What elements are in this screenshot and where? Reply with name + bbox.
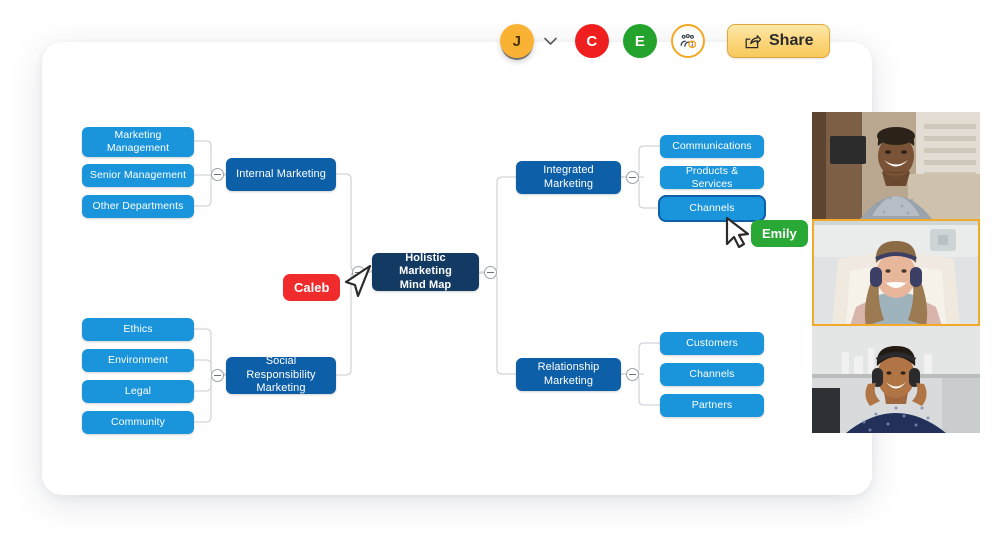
node-integrated-marketing[interactable]: Integrated Marketing: [516, 161, 621, 194]
collapse-toggle-social-responsibility[interactable]: [211, 369, 224, 382]
node-label: Senior Management: [89, 169, 187, 182]
node-partners[interactable]: Partners: [660, 394, 764, 417]
collaboration-toolbar: J C E: [500, 18, 831, 64]
avatar-initial: E: [634, 32, 646, 50]
collapse-toggle-internal-marketing[interactable]: [211, 168, 224, 181]
avatar-caleb[interactable]: C: [575, 24, 609, 58]
node-label-line2: Mind Map: [399, 278, 452, 291]
cursor-name: Caleb: [294, 280, 330, 295]
node-label: Legal: [124, 385, 152, 398]
node-environment[interactable]: Environment: [82, 349, 194, 372]
collapse-toggle-integrated-marketing[interactable]: [626, 171, 639, 184]
cursor-label-emily: Emily: [751, 220, 808, 247]
node-relationship-marketing[interactable]: Relationship Marketing: [516, 358, 621, 391]
video-tile-participant-3[interactable]: [812, 326, 980, 433]
avatar-initial: J: [512, 32, 522, 50]
node-label: Relationship Marketing: [537, 361, 600, 387]
node-label: Customers: [686, 337, 738, 350]
node-internal-marketing[interactable]: Internal Marketing: [226, 158, 336, 191]
node-root-holistic-marketing-mind-map[interactable]: Holistic Marketing Mind Map: [372, 251, 479, 291]
node-label: Internal Marketing: [236, 167, 326, 180]
node-communications[interactable]: Communications: [660, 135, 764, 158]
node-customers[interactable]: Customers: [660, 332, 764, 355]
node-label: Integrated Marketing: [543, 164, 594, 190]
node-label-line1: Social Responsibility: [246, 355, 316, 381]
node-label: Partners: [691, 399, 733, 412]
node-label-line2: Management: [106, 142, 170, 154]
share-button-label: Share: [769, 32, 814, 49]
cursor-pointer-emily: [725, 216, 750, 249]
node-ethics[interactable]: Ethics: [82, 318, 194, 341]
node-products-services[interactable]: Products & Services: [660, 164, 764, 190]
participants-group-icon[interactable]: [671, 24, 705, 58]
avatar-jordan[interactable]: J: [500, 24, 534, 58]
node-label-line1: Holistic Marketing: [399, 251, 452, 278]
collapse-toggle-relationship-marketing[interactable]: [626, 368, 639, 381]
chevron-down-icon[interactable]: [541, 37, 559, 46]
node-senior-management[interactable]: Senior Management: [82, 164, 194, 187]
node-marketing-management[interactable]: Marketing Management: [82, 127, 194, 157]
node-channels-relationship[interactable]: Channels: [660, 363, 764, 386]
node-label: Ethics: [123, 323, 153, 336]
cursor-pointer-caleb: [344, 264, 372, 298]
avatar-initial: C: [586, 32, 598, 50]
node-other-departments[interactable]: Other Departments: [82, 195, 194, 218]
share-icon: [745, 34, 761, 48]
video-tile-participant-2[interactable]: [812, 219, 980, 326]
cursor-label-caleb: Caleb: [283, 274, 341, 301]
node-social-responsibility-marketing[interactable]: Social Responsibility Marketing: [226, 355, 336, 395]
node-label: Community: [111, 416, 165, 429]
node-label: Channels: [689, 368, 735, 381]
node-legal[interactable]: Legal: [82, 380, 194, 403]
node-label: Products & Services: [685, 164, 739, 190]
video-tile-strip: [812, 112, 980, 433]
node-label-line2: Marketing: [256, 382, 306, 395]
node-label: Communications: [672, 140, 752, 153]
share-button[interactable]: Share: [727, 24, 831, 58]
node-label: Other Departments: [92, 200, 184, 213]
collapse-toggle-root-right[interactable]: [484, 266, 497, 279]
cursor-name: Emily: [762, 226, 797, 241]
video-tile-participant-1[interactable]: [812, 112, 980, 219]
node-community[interactable]: Community: [82, 411, 194, 434]
node-label: Environment: [107, 354, 169, 367]
avatar-emily[interactable]: E: [623, 24, 657, 58]
node-label-line1: Marketing: [114, 129, 162, 142]
node-label: Channels: [689, 202, 735, 215]
node-channels-integrated[interactable]: Channels: [660, 197, 764, 220]
